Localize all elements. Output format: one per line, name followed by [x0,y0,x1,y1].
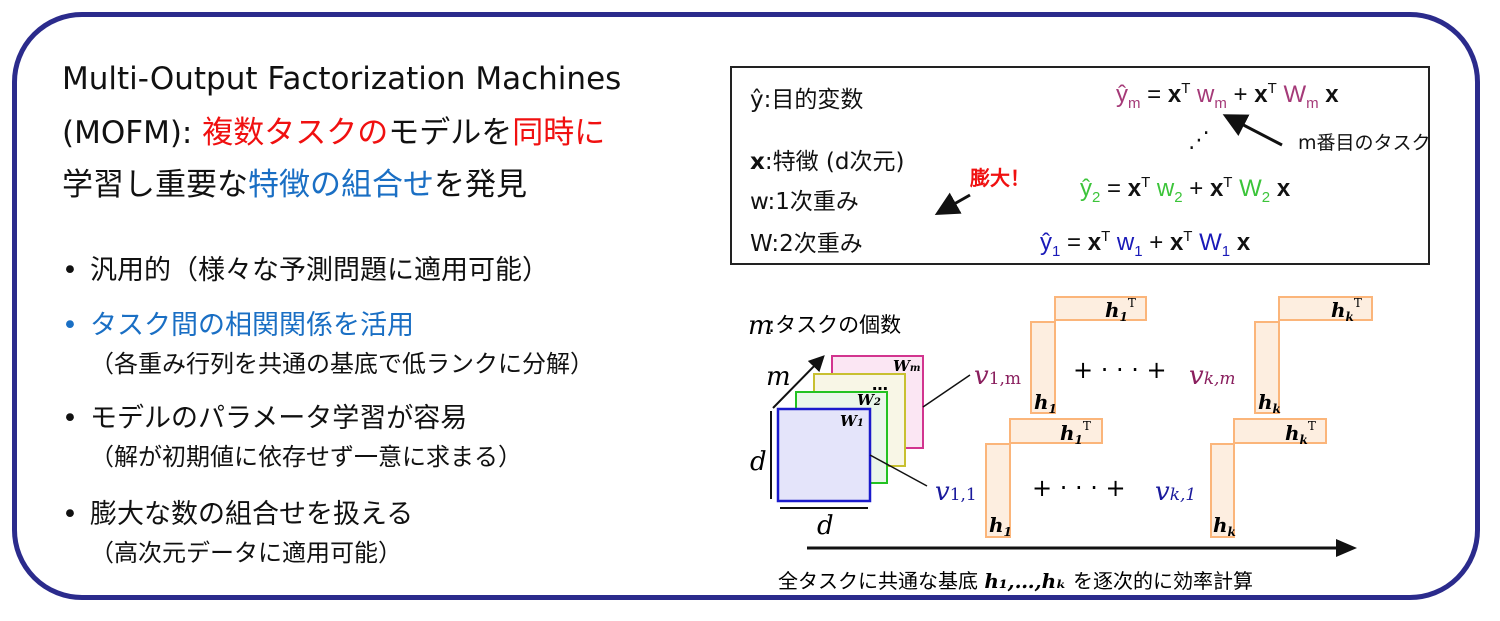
basis-h1T-top [1054,296,1147,321]
title-prefix: (MOFM): [62,115,203,151]
vkm-label: vk,m [1189,361,1236,391]
connector-m [922,374,971,408]
sequential-arrowhead [1336,539,1357,557]
m-symbol: m [748,311,773,341]
bullet-text: 膨大な数の組合せを扱える [90,499,414,530]
hk-bottom-label: hk [1213,513,1236,539]
x-symbol: x [750,149,765,175]
basis-hk-bottom [1210,443,1235,538]
connector-1 [869,454,928,487]
rounded-frame [12,12,1480,600]
m-axis-arrow [772,355,825,409]
vertical-dots: ⋰ [1188,128,1210,153]
bullet-4-sub: （高次元データに適用可能） [90,539,402,567]
h1T-top-label: h1T [1105,296,1136,324]
bullet-3: •モデルのパラメータ学習が容易 [62,403,468,434]
plus-dots-bottom: + · · · + [1032,474,1126,502]
huge-arrow [934,192,971,215]
W-label: W:2次重み [750,231,863,257]
bullet-4: •膨大な数の組合せを扱える [62,499,414,530]
matrix-ellipsis: … [872,375,888,394]
v11-label: v1,1 [935,477,977,507]
title-red-1: 複数タスクの [202,115,389,151]
y-label: ŷ:目的変数 [750,87,864,113]
title-red-2: 同時に [512,115,606,151]
title-line-3: 学習し重要な特徴の組合せを発見 [62,158,527,212]
bullet-3-sub: （解が初期値に依存せず一意に求まる） [90,443,522,471]
W2-label: W2 [857,391,881,409]
basis-h1-top [1030,321,1056,414]
bullet-1: •汎用的（様々な予測問題に適用可能） [62,255,549,286]
m-axis-label: m [766,362,791,392]
title-blue: 特徴の組合せ [248,167,434,203]
m-caption: :タスクの個数 [768,313,901,337]
hkT-top-label: hkT [1331,296,1362,324]
W1-label: W1 [840,412,864,430]
h1-top-label: h1 [1034,390,1057,416]
bottom-caption: 全タスクに共通な基底 h₁,…,hₖ を逐次的に効率計算 [778,569,1253,593]
equation-m: ŷm = xT wm + xT Wm x [1116,80,1339,112]
matrix-W1 [776,407,872,503]
title-line-2: (MOFM): 複数タスクのモデルを同時に [62,106,605,160]
title-prefix-3: 学習し重要な [62,167,248,203]
hk-top-label: hk [1258,390,1281,416]
title-line-1: Multi-Output Factorization Machines [62,61,622,97]
h1T-bottom-label: h1T [1060,419,1091,447]
h1-bottom-label: h1 [989,513,1012,539]
hkT-bottom-label: hkT [1285,419,1316,447]
mth-task-note: m番目のタスク [1298,132,1431,154]
bullet-2: •タスク間の相関関係を活用 [62,310,414,341]
basis-h1T-bottom [1009,418,1103,444]
bullet-text: タスク間の相関関係を活用 [90,310,414,341]
basis-hkT-top [1278,296,1373,321]
basis-h1-bottom [985,443,1011,538]
x-label: x:特徴 (d次元) [750,142,904,176]
title-suffix: を発見 [434,167,527,203]
w-label: w:1次重み [750,189,859,215]
bullet-text: 汎用的（様々な予測問題に適用可能） [90,255,549,286]
v1m-label: v1,m [974,361,1021,391]
mth-task-arrow [1222,114,1283,147]
equation-2: ŷ2 = xT w2 + xT W2 x [1080,174,1291,206]
bullet-text: モデルのパラメータ学習が容易 [90,403,468,434]
basis-hkT-bottom [1233,418,1327,444]
Wm-label: Wm [893,357,920,375]
equation-1: ŷ1 = xT w1 + xT W1 x [1040,228,1251,260]
huge-note: 膨大！ [970,166,1030,190]
d-horizontal-label: d [817,511,834,541]
legend-box [730,66,1430,265]
plus-dots-top: + · · · + [1073,356,1167,384]
title-mid: モデルを [388,115,513,151]
x-text: :特徴 (d次元) [764,149,905,175]
d-vertical-label: d [750,447,767,477]
vk1-label: vk,1 [1155,477,1196,507]
basis-hk-top [1254,321,1280,414]
bullet-2-sub: （各重み行列を共通の基底で低ランクに分解） [90,350,594,378]
